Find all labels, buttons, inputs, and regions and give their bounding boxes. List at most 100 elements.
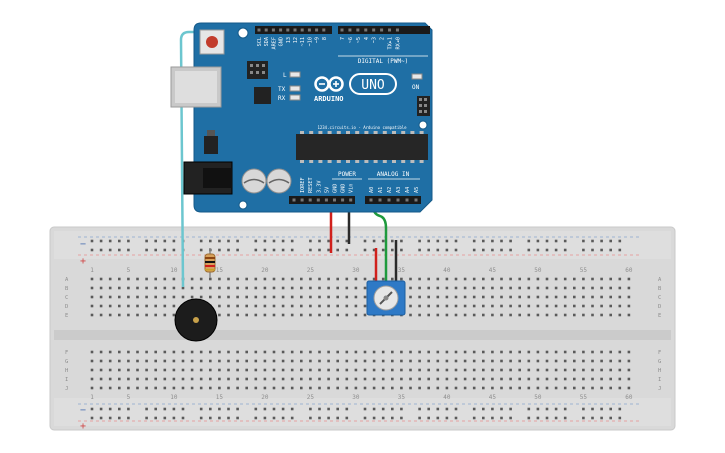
breadboard-hole[interactable] xyxy=(436,359,440,363)
breadboard-hole[interactable] xyxy=(463,386,467,390)
rail-hole[interactable] xyxy=(318,248,321,252)
rail-hole[interactable] xyxy=(118,239,121,243)
breadboard-hole[interactable] xyxy=(518,286,521,290)
breadboard-hole[interactable] xyxy=(409,277,412,281)
breadboard-hole[interactable] xyxy=(245,286,248,290)
breadboard-hole[interactable] xyxy=(272,368,276,372)
breadboard-hole[interactable] xyxy=(527,304,531,308)
rail-hole[interactable] xyxy=(554,239,558,243)
breadboard-hole[interactable] xyxy=(154,277,157,281)
breadboard-hole[interactable] xyxy=(163,304,167,308)
breadboard-hole[interactable] xyxy=(400,277,403,281)
rail-hole[interactable] xyxy=(436,248,440,252)
breadboard-hole[interactable] xyxy=(527,368,531,372)
breadboard-hole[interactable] xyxy=(627,304,631,308)
breadboard-hole[interactable] xyxy=(181,368,185,372)
breadboard-hole[interactable] xyxy=(199,386,203,390)
breadboard-hole[interactable] xyxy=(272,377,276,381)
breadboard-hole[interactable] xyxy=(591,304,594,308)
breadboard-hole[interactable] xyxy=(527,377,531,381)
breadboard-hole[interactable] xyxy=(218,386,221,390)
breadboard-hole[interactable] xyxy=(627,295,631,299)
breadboard-hole[interactable] xyxy=(381,368,385,372)
breadboard-hole[interactable] xyxy=(218,286,221,290)
breadboard-hole[interactable] xyxy=(90,350,94,354)
breadboard-hole[interactable] xyxy=(345,386,349,390)
breadboard-hole[interactable] xyxy=(609,350,612,354)
rail-hole[interactable] xyxy=(500,407,503,411)
breadboard-hole[interactable] xyxy=(491,386,494,390)
breadboard-hole[interactable] xyxy=(300,368,303,372)
breadboard-hole[interactable] xyxy=(318,295,321,299)
arduino-uno-board[interactable]: L TX RX ON ARDUINO UNO 1234.circuits.io … xyxy=(170,22,433,213)
breadboard-hole[interactable] xyxy=(236,386,239,390)
breadboard-hole[interactable] xyxy=(418,368,421,372)
rail-hole[interactable] xyxy=(427,416,430,420)
breadboard-hole[interactable] xyxy=(618,277,622,281)
breadboard-hole[interactable] xyxy=(154,359,157,363)
breadboard-hole[interactable] xyxy=(354,313,358,317)
breadboard-hole[interactable] xyxy=(354,304,358,308)
breadboard-hole[interactable] xyxy=(609,368,612,372)
breadboard-hole[interactable] xyxy=(618,295,622,299)
breadboard-hole[interactable] xyxy=(400,386,403,390)
breadboard-hole[interactable] xyxy=(472,377,476,381)
breadboard-hole[interactable] xyxy=(281,359,285,363)
breadboard-hole[interactable] xyxy=(300,350,303,354)
breadboard-hole[interactable] xyxy=(627,350,631,354)
rail-hole[interactable] xyxy=(554,416,558,420)
breadboard-hole[interactable] xyxy=(582,350,585,354)
breadboard-hole[interactable] xyxy=(190,277,194,281)
breadboard-hole[interactable] xyxy=(445,286,449,290)
breadboard-hole[interactable] xyxy=(563,368,567,372)
breadboard-hole[interactable] xyxy=(545,359,549,363)
rail-hole[interactable] xyxy=(163,248,167,252)
breadboard-hole[interactable] xyxy=(500,313,503,317)
breadboard-hole[interactable] xyxy=(436,286,440,290)
breadboard-hole[interactable] xyxy=(209,350,212,354)
breadboard-hole[interactable] xyxy=(463,350,467,354)
breadboard-hole[interactable] xyxy=(554,295,558,299)
breadboard-hole[interactable] xyxy=(500,386,503,390)
rail-hole[interactable] xyxy=(582,248,585,252)
breadboard-hole[interactable] xyxy=(181,377,185,381)
breadboard-hole[interactable] xyxy=(136,368,139,372)
breadboard-hole[interactable] xyxy=(318,286,321,290)
breadboard-hole[interactable] xyxy=(272,295,276,299)
breadboard-hole[interactable] xyxy=(227,368,230,372)
breadboard-hole[interactable] xyxy=(436,304,440,308)
breadboard-hole[interactable] xyxy=(618,359,622,363)
rail-hole[interactable] xyxy=(381,407,385,411)
breadboard-hole[interactable] xyxy=(372,368,376,372)
breadboard-hole[interactable] xyxy=(99,295,103,299)
rail-hole[interactable] xyxy=(236,407,239,411)
breadboard-hole[interactable] xyxy=(500,350,503,354)
breadboard-hole[interactable] xyxy=(108,277,112,281)
breadboard-hole[interactable] xyxy=(391,359,394,363)
breadboard-hole[interactable] xyxy=(290,368,294,372)
breadboard-hole[interactable] xyxy=(236,304,239,308)
breadboard-hole[interactable] xyxy=(263,313,267,317)
breadboard-hole[interactable] xyxy=(554,286,558,290)
breadboard-hole[interactable] xyxy=(236,313,239,317)
rail-hole[interactable] xyxy=(436,239,440,243)
breadboard-hole[interactable] xyxy=(181,386,185,390)
breadboard-hole[interactable] xyxy=(363,277,367,281)
breadboard-hole[interactable] xyxy=(427,386,430,390)
rail-hole[interactable] xyxy=(363,407,367,411)
breadboard-hole[interactable] xyxy=(254,277,258,281)
breadboard-hole[interactable] xyxy=(190,295,194,299)
breadboard-hole[interactable] xyxy=(263,350,267,354)
rail-hole[interactable] xyxy=(582,239,585,243)
breadboard-hole[interactable] xyxy=(145,359,148,363)
breadboard-hole[interactable] xyxy=(400,350,403,354)
rail-hole[interactable] xyxy=(600,416,603,420)
breadboard-hole[interactable] xyxy=(118,277,121,281)
rail-hole[interactable] xyxy=(472,407,476,411)
breadboard-hole[interactable] xyxy=(336,368,339,372)
breadboard-hole[interactable] xyxy=(190,386,194,390)
breadboard-hole[interactable] xyxy=(563,295,567,299)
breadboard-hole[interactable] xyxy=(290,277,294,281)
rail-hole[interactable] xyxy=(336,248,339,252)
header-pin[interactable] xyxy=(307,28,311,32)
